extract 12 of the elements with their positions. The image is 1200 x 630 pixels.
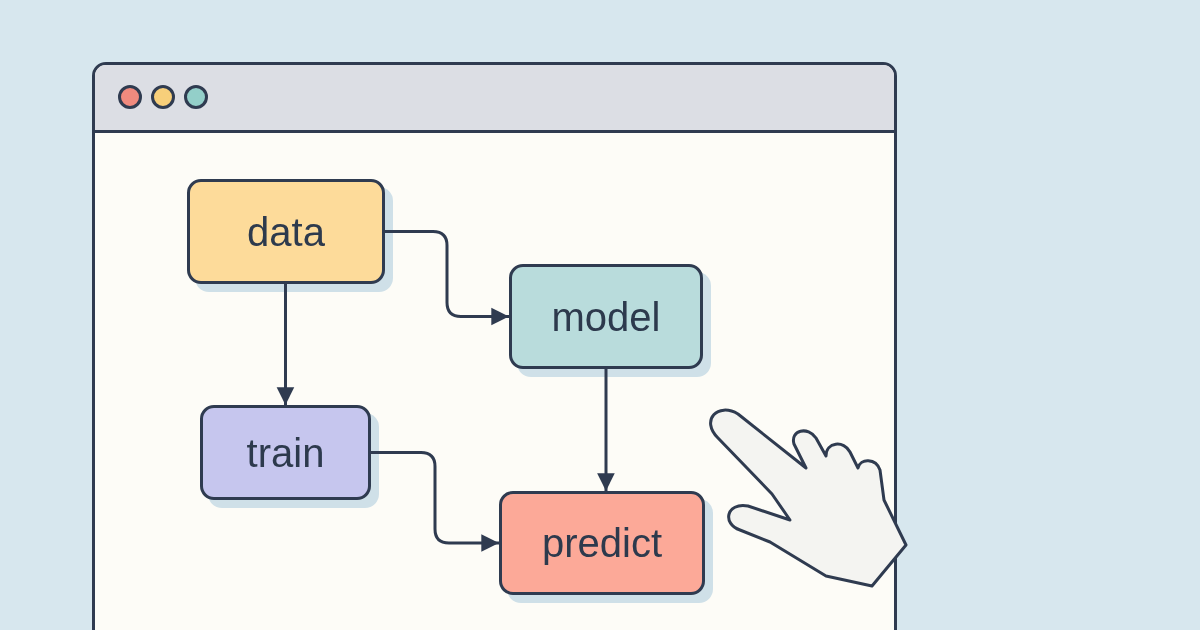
- arrow: [597, 369, 615, 491]
- process-box: [187, 179, 385, 284]
- process-box: [200, 405, 371, 500]
- node-label: data: [247, 211, 325, 252]
- process-box: [499, 491, 705, 595]
- process-box: [509, 264, 703, 369]
- node-label: predict: [541, 523, 663, 563]
- node-label: train: [246, 432, 325, 473]
- node-label: model: [551, 296, 661, 337]
- arrow: [371, 451, 499, 552]
- arrow: [276, 284, 295, 405]
- arrow: [385, 230, 509, 326]
